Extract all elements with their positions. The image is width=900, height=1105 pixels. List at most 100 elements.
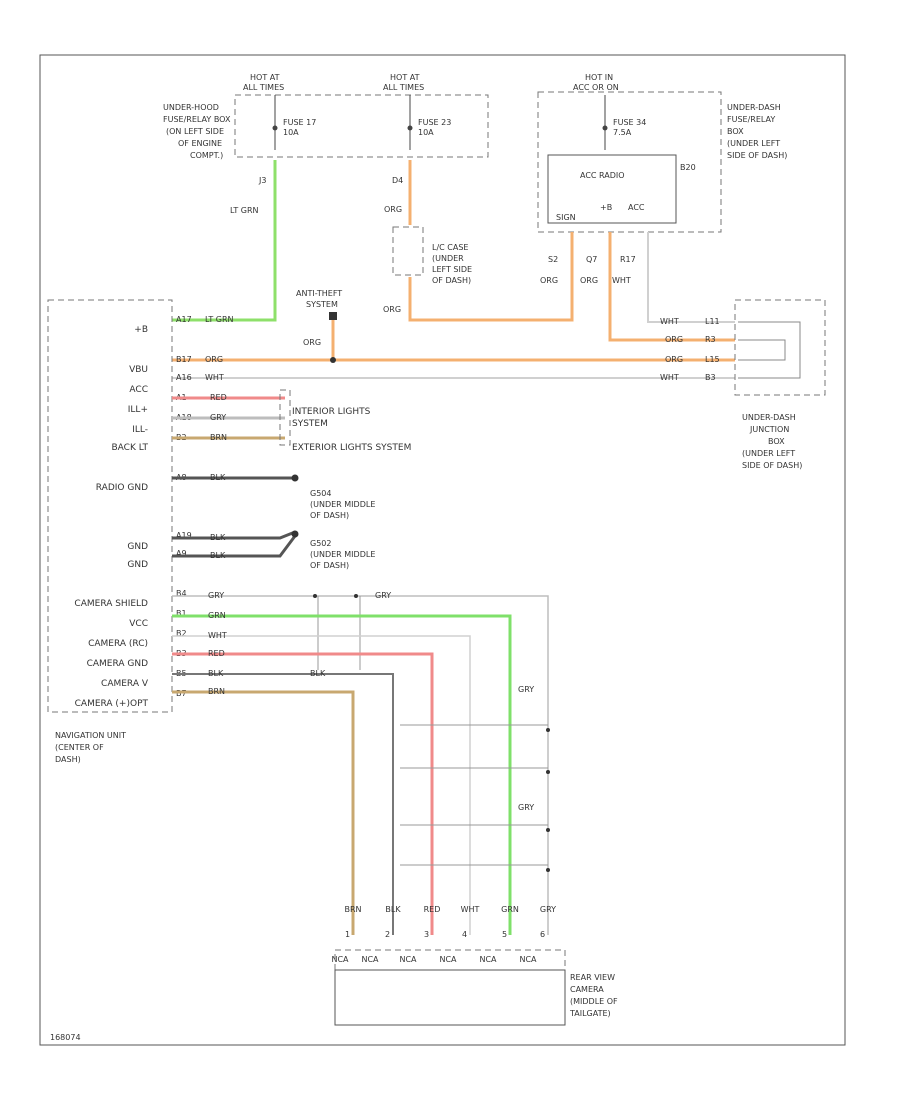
nav-pin-name-14: CAMERA (+)OPT <box>75 699 149 709</box>
nav-pin-num-10: B1 <box>176 609 187 618</box>
navigation-unit: +B VBU ACC ILL+ ILL- BACK LT RADIO GND G… <box>47 299 192 764</box>
nav-unit-label-1: NAVIGATION UNIT <box>55 731 126 740</box>
wire-red-cam <box>172 652 434 935</box>
wire-label-gry-4: GRY <box>518 685 534 694</box>
g502-label-2: (UNDER MIDDLE <box>310 550 375 559</box>
nav-pin-numbers: A17 B17 A16 A1 A18 B2 A8 A19 A9 B4 B1 B2… <box>176 315 192 698</box>
g504-label-2: (UNDER MIDDLE <box>310 500 375 509</box>
wire-label-grn: GRN <box>208 611 226 620</box>
underdash-label-4: (UNDER LEFT <box>727 139 780 148</box>
anti-theft-splice <box>330 357 336 363</box>
nav-pin-name-8: GND <box>127 560 148 570</box>
wire-label-blk-2: BLK <box>210 533 226 542</box>
wire-label-wht-3: WHT <box>660 373 679 382</box>
junction-box-outline <box>734 299 826 396</box>
interior-lights-label-2: SYSTEM <box>292 419 328 429</box>
pin-r17: R17 <box>620 255 636 264</box>
pin-d4: D4 <box>392 176 403 185</box>
fuse34-label: FUSE 34 <box>613 118 646 127</box>
acc-radio-relay <box>547 154 677 224</box>
cam-nca-3: NCA <box>439 955 457 964</box>
underhood-label-2: FUSE/RELAY BOX <box>163 115 231 124</box>
shield-node-3 <box>546 828 550 832</box>
fuse17-label: FUSE 17 <box>283 118 316 127</box>
wire-label-brn-1: BRN <box>210 433 227 442</box>
wire-wht-acc <box>647 232 735 323</box>
wire-label-org-5: ORG <box>665 335 683 344</box>
cam-pin-3: 4 <box>462 930 467 939</box>
underhood-box-outline <box>234 94 489 158</box>
interior-lights-label-1: INTERIOR LIGHTS <box>292 407 371 417</box>
lights-connector <box>279 389 291 446</box>
wire-label-org-1: ORG <box>384 205 402 214</box>
wire-label-org-7: ORG <box>303 338 321 347</box>
diagram-frame <box>39 54 846 1046</box>
underdash-label-5: SIDE OF DASH) <box>727 151 787 160</box>
nav-pin-name-6: RADIO GND <box>96 483 148 493</box>
shield-node-4 <box>546 868 550 872</box>
camera-label-2: CAMERA <box>570 985 604 994</box>
underhood-label-3: (ON LEFT SIDE <box>166 127 224 136</box>
relay-pin-sign: SIGN <box>556 213 576 222</box>
cam-wire-label-0: BRN <box>344 905 361 914</box>
junction-label-5: SIDE OF DASH) <box>742 461 802 470</box>
wire-brn-cam <box>172 690 355 935</box>
wire-label-gry-3: GRY <box>375 591 391 600</box>
underdash-label-1: UNDER-DASH <box>727 103 781 112</box>
junction-pin-l15: L15 <box>705 355 720 364</box>
underhood-fuse-box: HOT AT ALL TIMES HOT AT ALL TIMES FUSE 1… <box>163 73 489 185</box>
nav-pin-name-0: +B <box>134 325 148 335</box>
wire-label-blk-3: BLK <box>210 551 226 560</box>
junction-internal-1 <box>738 321 801 379</box>
nav-pin-name-1: VBU <box>129 365 148 375</box>
junction-label-1: UNDER-DASH <box>742 413 796 422</box>
nav-unit-label-3: DASH) <box>55 755 81 764</box>
shield-node-1 <box>546 728 550 732</box>
underhood-label-1: UNDER-HOOD <box>163 103 219 112</box>
cam-pin-0: 1 <box>345 930 350 939</box>
hot-label-1b: ALL TIMES <box>243 83 284 92</box>
wire-lt-grn <box>172 160 277 322</box>
cam-pin-4: 5 <box>502 930 507 939</box>
anti-theft-label-1: ANTI-THEFT <box>296 289 342 298</box>
cam-wire-label-1: BLK <box>385 905 401 914</box>
cam-nca-0: NCA <box>331 955 349 964</box>
pin-s2: S2 <box>548 255 558 264</box>
g504-label-3: OF DASH) <box>310 511 349 520</box>
nav-pin-name-13: CAMERA V <box>101 679 149 689</box>
pin-q7: Q7 <box>586 255 597 264</box>
fuse17-amp: 10A <box>283 128 299 137</box>
wire-label-wht-1: WHT <box>612 276 631 285</box>
wire-wht-rc <box>172 635 471 935</box>
wire-label-blk-4: BLK <box>208 669 224 678</box>
underdash-box-outline <box>537 91 722 233</box>
fuse34-amp: 7.5A <box>613 128 632 137</box>
relay-pin-b: +B <box>600 203 612 212</box>
junction-box: L11 R3 L15 B3 UNDER-DASH JUNCTION BOX (U… <box>705 299 826 470</box>
shield-splice-1 <box>313 594 317 598</box>
wire-label-red-2: RED <box>208 649 225 658</box>
underhood-label-4: OF ENGINE <box>178 139 222 148</box>
wire-label-red-1: RED <box>210 393 227 402</box>
footer-code: 168074 <box>50 1033 81 1042</box>
nav-pin-num-0: A17 <box>176 315 192 324</box>
underdash-label-3: BOX <box>727 127 744 136</box>
exterior-lights-label: EXTERIOR LIGHTS SYSTEM <box>292 443 411 453</box>
hot-label-1: HOT AT <box>250 73 280 82</box>
nav-pin-name-3: ILL+ <box>128 405 148 415</box>
g502-label-1: G502 <box>310 539 331 548</box>
nav-pin-name-5: BACK LT <box>112 443 149 453</box>
wire-label-brn-2: BRN <box>208 687 225 696</box>
g502-label-3: OF DASH) <box>310 561 349 570</box>
hot-in-label: HOT IN <box>585 73 613 82</box>
wire-label-wht-4: WHT <box>208 631 227 640</box>
wire-label-gry-5: GRY <box>518 803 534 812</box>
nav-pin-name-7: GND <box>127 542 148 552</box>
wire-label-wht-2: WHT <box>660 317 679 326</box>
wire-label-gry-2: GRY <box>208 591 224 600</box>
fuse17-node <box>272 125 278 131</box>
cam-pin-1: 2 <box>385 930 390 939</box>
pin-b20: B20 <box>680 163 696 172</box>
fuse23-label: FUSE 23 <box>418 118 451 127</box>
